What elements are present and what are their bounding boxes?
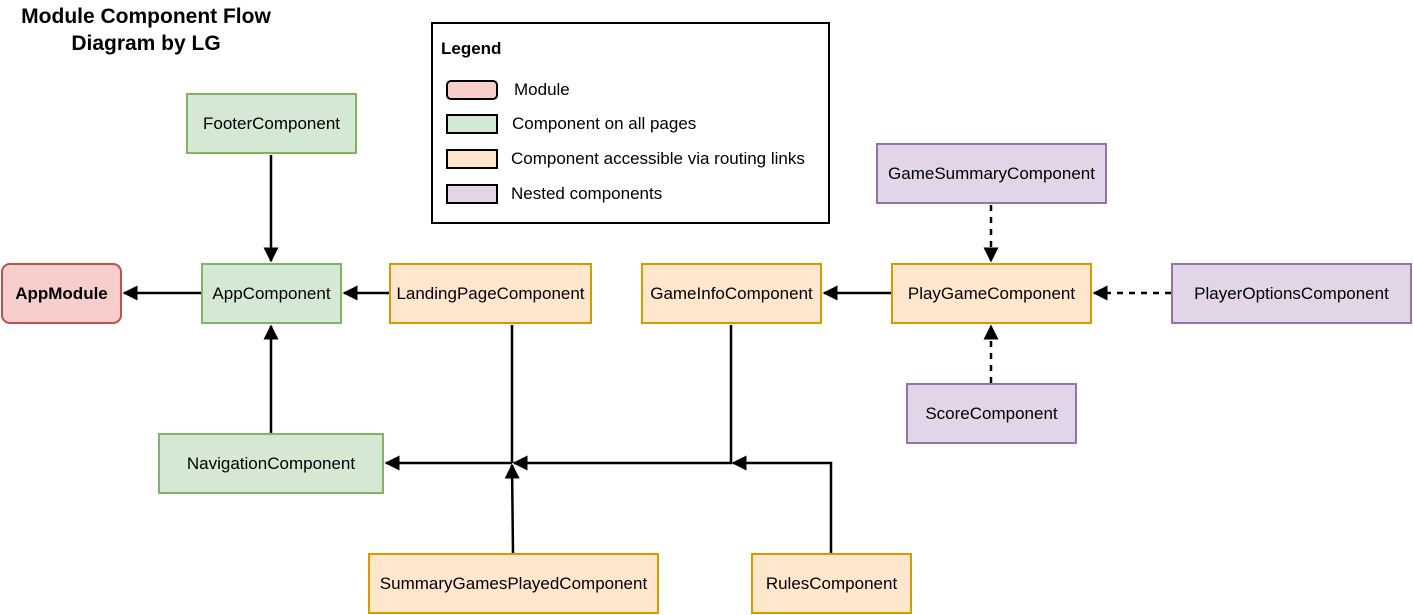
node-landing-page-component-label: LandingPageComponent — [396, 283, 585, 303]
legend-swatch-module — [446, 80, 498, 100]
legend-box: Legend Module Component on all pages Com… — [431, 22, 830, 224]
node-app-component-label: AppComponent — [212, 283, 331, 303]
node-player-options-component[interactable]: PlayerOptionsComponent — [1171, 263, 1412, 324]
diagram-title: Module Component Flow Diagram by LG — [0, 3, 292, 57]
edge-rules-to-junction — [731, 455, 833, 553]
legend-swatch-routing — [446, 149, 498, 169]
legend-swatch-all-pages — [446, 114, 498, 134]
legend-label-routing: Component accessible via routing links — [511, 149, 805, 168]
node-player-options-component-label: PlayerOptionsComponent — [1194, 283, 1389, 303]
node-footer-component-label: FooterComponent — [202, 113, 341, 133]
node-footer-component[interactable]: FooterComponent — [186, 93, 357, 154]
node-app-module[interactable]: AppModule — [1, 263, 122, 324]
node-game-info-component-label: GameInfoComponent — [650, 283, 813, 303]
node-summary-games-played-component-label: SummaryGamesPlayedComponent — [379, 573, 648, 593]
node-rules-component[interactable]: RulesComponent — [751, 553, 912, 614]
node-summary-games-played-component[interactable]: SummaryGamesPlayedComponent — [368, 553, 659, 614]
diagram-title-line-2: Diagram by LG — [71, 32, 221, 55]
legend-label-module: Module — [514, 80, 570, 99]
node-game-info-component[interactable]: GameInfoComponent — [641, 263, 822, 324]
edge-summary-to-junction — [504, 463, 520, 554]
node-game-summary-component[interactable]: GameSummaryComponent — [876, 143, 1107, 204]
legend-swatch-nested — [446, 184, 498, 204]
node-game-summary-component-label: GameSummaryComponent — [888, 163, 1095, 183]
node-app-module-label: AppModule — [15, 283, 108, 303]
node-navigation-component[interactable]: NavigationComponent — [158, 433, 384, 494]
node-app-component[interactable]: AppComponent — [201, 263, 342, 324]
node-score-component-label: ScoreComponent — [925, 403, 1058, 423]
legend-label-nested: Nested components — [511, 184, 663, 203]
node-rules-component-label: RulesComponent — [765, 573, 898, 593]
edge-gameinfo-to-navigation — [512, 325, 733, 471]
node-landing-page-component[interactable]: LandingPageComponent — [389, 263, 592, 324]
legend-heading: Legend — [441, 39, 502, 58]
diagram-title-line-1: Module Component Flow — [21, 5, 271, 28]
node-navigation-component-label: NavigationComponent — [186, 453, 356, 473]
node-play-game-component-label: PlayGameComponent — [907, 283, 1076, 303]
node-play-game-component[interactable]: PlayGameComponent — [891, 263, 1092, 324]
node-score-component[interactable]: ScoreComponent — [906, 383, 1077, 444]
legend-label-all-pages: Component on all pages — [512, 114, 697, 133]
